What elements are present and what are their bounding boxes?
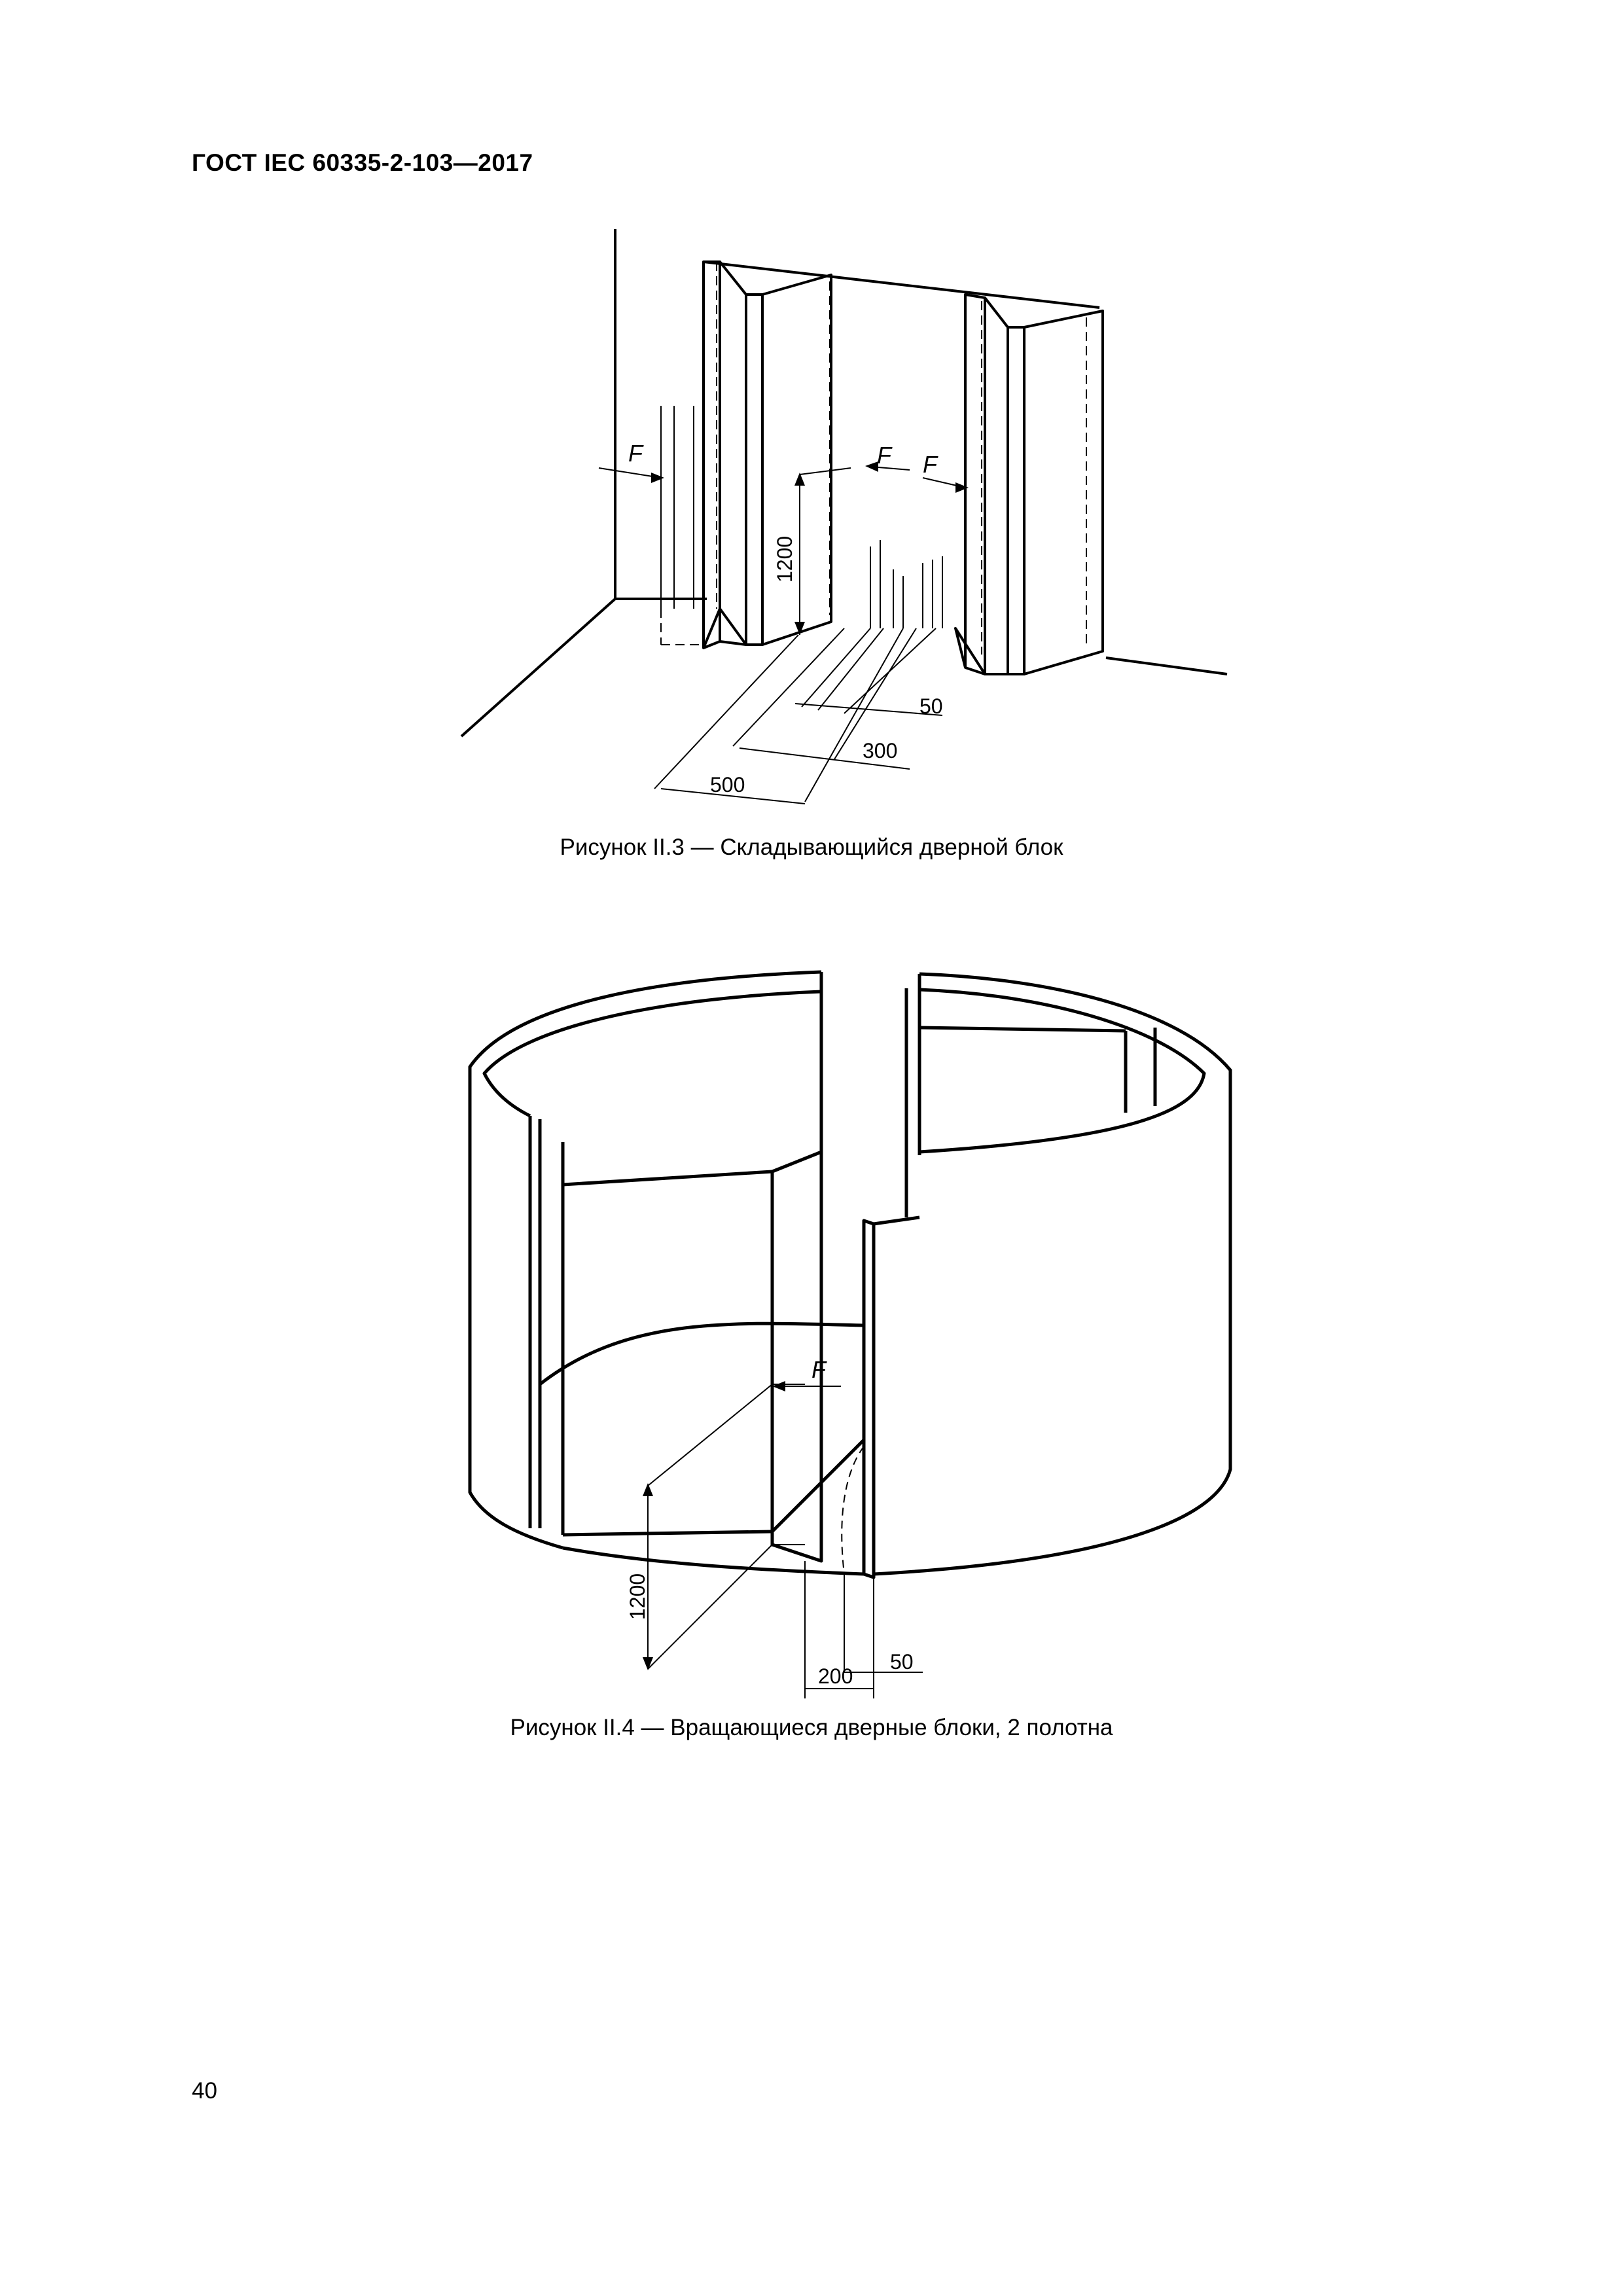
fig3-dim-50: 50 bbox=[919, 694, 943, 718]
figure-folding-door: F F F 1200 50 300 500 bbox=[460, 229, 1228, 804]
fig3-dim-300: 300 bbox=[863, 739, 897, 762]
fig4-force-label: F bbox=[812, 1356, 827, 1383]
fig3-height-label: 1200 bbox=[773, 536, 796, 583]
figure-4-caption: Рисунок II.4 — Вращающиеся дверные блоки… bbox=[510, 1715, 1113, 1740]
page-number: 40 bbox=[192, 2078, 217, 2104]
fig3-force-label-centre: F bbox=[877, 442, 893, 469]
fig4-dim-50: 50 bbox=[890, 1650, 914, 1674]
fig3-force-label-right: F bbox=[923, 451, 938, 478]
document-header: ГОСТ IEC 60335-2-103—2017 bbox=[192, 149, 533, 176]
fig4-height-label: 1200 bbox=[626, 1573, 649, 1620]
figure-3-caption: Рисунок II.3 — Складывающийся дверной бл… bbox=[560, 834, 1063, 860]
figure-revolving-door: F 1200 50 200 bbox=[468, 970, 1232, 1698]
fig4-dim-200: 200 bbox=[818, 1664, 853, 1688]
fig3-force-label-left: F bbox=[628, 440, 644, 467]
fig3-dim-500: 500 bbox=[710, 773, 745, 797]
